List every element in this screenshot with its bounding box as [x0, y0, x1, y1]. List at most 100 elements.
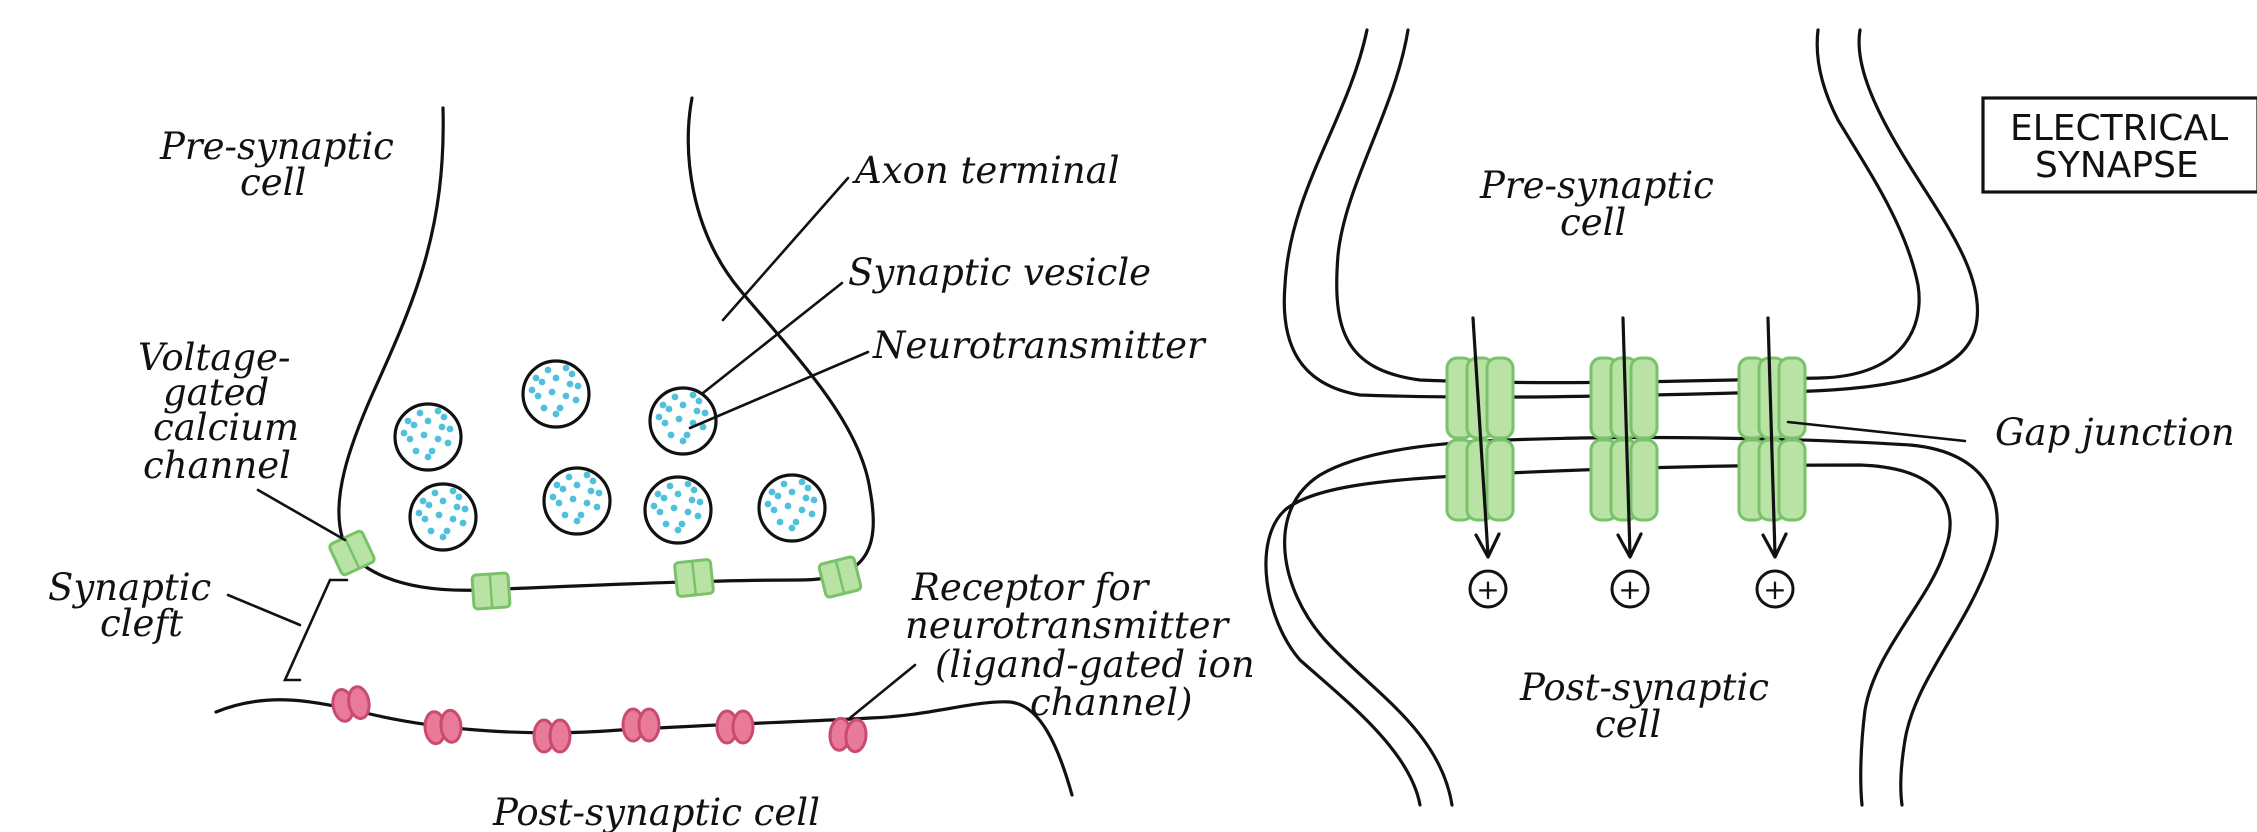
neurotransmitter-dot — [689, 497, 696, 504]
neurotransmitter-dot — [563, 393, 570, 400]
neurotransmitter-dot — [781, 481, 788, 488]
neurotransmitter-dot — [799, 479, 806, 486]
neurotransmitter-dot — [556, 500, 563, 507]
neurotransmitter-dot — [441, 414, 448, 421]
presynaptic-label-line2: cell — [240, 161, 306, 204]
vesicle-leader — [703, 283, 842, 393]
postsynaptic-label: Post-synaptic cell — [492, 791, 820, 832]
neurotransmitter-dot — [667, 483, 674, 490]
neurotransmitter-dot — [549, 389, 556, 396]
receptor-label-line2: neurotransmitter — [905, 604, 1231, 647]
chemical-synapse: Pre-synaptic cell Axon terminal Synaptic… — [48, 98, 1255, 832]
neurotransmitter-dot — [691, 487, 698, 494]
neurotransmitter-dot — [533, 375, 540, 382]
neurotransmitter-dot — [811, 497, 818, 504]
neurotransmitter-dot — [805, 485, 812, 492]
neurotransmitter-dot — [662, 420, 669, 427]
neurotransmitter-dot — [450, 488, 457, 495]
neurotransmitter-dot — [553, 411, 560, 418]
neurotransmitter-dot — [578, 512, 585, 519]
vgcc-leader — [258, 490, 345, 540]
receptor-label-line1: Receptor for — [911, 566, 1151, 609]
neurotransmitter-dot — [432, 490, 439, 497]
neurotransmitter-dot — [562, 512, 569, 519]
neurotransmitter-dot — [575, 383, 582, 390]
neurotransmitter-dot — [560, 486, 567, 493]
receptor — [534, 720, 570, 752]
gap-junction-label: Gap junction — [1995, 411, 2235, 454]
neurotransmitter-dot — [661, 495, 668, 502]
neurotransmitter-dot — [694, 408, 701, 415]
neurotransmitter-dot — [803, 495, 810, 502]
neurotransmitter-dot — [440, 498, 447, 505]
calcium-channel — [674, 559, 713, 597]
synaptic-vesicles — [395, 361, 825, 550]
neurotransmitter-dot — [407, 436, 414, 443]
neurotransmitter-dot — [420, 498, 427, 505]
neurotransmitter-dot — [539, 379, 546, 386]
receptor-leader — [850, 665, 915, 718]
neurotransmitter-dot — [657, 509, 664, 516]
neurotransmitter-dot — [685, 481, 692, 488]
neurotransmitter-dot — [425, 418, 432, 425]
ion-symbol: + — [1763, 573, 1786, 606]
neurotransmitter-dot — [567, 381, 574, 388]
cleft-label-line2: cleft — [100, 602, 183, 645]
receptor — [717, 711, 753, 743]
neurotransmitter-dot — [405, 418, 412, 425]
ion-symbol: + — [1618, 573, 1641, 606]
neurotransmitter-dot — [697, 499, 704, 506]
ion-symbol: + — [1476, 573, 1499, 606]
neurotransmitter-dot — [563, 365, 570, 372]
neurotransmitter-dot — [439, 424, 446, 431]
vgcc-label-line3: calcium — [153, 406, 299, 449]
neurotransmitter-dot — [440, 534, 447, 541]
cleft-bracket — [285, 580, 347, 680]
receptor — [424, 709, 463, 744]
cleft-leader — [228, 595, 300, 625]
neurotransmitter-dot — [769, 489, 776, 496]
neurotransmitter-dot — [570, 496, 577, 503]
neurotransmitter-dot — [569, 371, 576, 378]
electrical-synapse: +++ ELECTRICAL SYNAPSE Pre-synaptic cell… — [1266, 30, 2257, 805]
neurotransmitter-dot — [696, 398, 703, 405]
neurotransmitter-dot — [663, 521, 670, 528]
positive-ion: + — [1612, 571, 1648, 607]
electrical-synapse-title-line2: SYNAPSE — [2035, 145, 2199, 186]
neurotransmitter-dot — [401, 430, 408, 437]
calcium-channel — [818, 556, 861, 598]
neurotransmitter-dot — [789, 525, 796, 532]
neurotransmitter-dot — [454, 504, 461, 511]
positive-ion: + — [1470, 571, 1506, 607]
positive-ion: + — [1757, 571, 1793, 607]
neurotransmitter-dot — [675, 491, 682, 498]
receptor — [829, 717, 868, 752]
neurotransmitter-dot — [413, 448, 420, 455]
neurotransmitter-dot — [436, 512, 443, 519]
neurotransmitter-dot — [574, 482, 581, 489]
neurotransmitter-dot — [462, 506, 469, 513]
neurotransmitter-dot — [535, 393, 542, 400]
neurotransmitter-dot — [421, 432, 428, 439]
neurotransmitter-dot — [584, 500, 591, 507]
neurotransmitter-dot — [660, 402, 667, 409]
vgcc-label-line4: channel — [143, 444, 291, 487]
neurotransmitter-dot — [541, 405, 548, 412]
neurotransmitter-dot — [789, 489, 796, 496]
neurotransmitter-dot — [676, 416, 683, 423]
neurotransmitter-dot — [545, 367, 552, 374]
neurotransmitter-dot — [553, 375, 560, 382]
gap-junction-leader — [1788, 422, 1965, 441]
e-presynaptic-label-line2: cell — [1560, 201, 1626, 244]
neurotransmitter-dot — [785, 503, 792, 510]
neurotransmitter-dot — [684, 432, 691, 439]
neurotransmitter-dot — [460, 520, 467, 527]
neurotransmitter-dot — [594, 504, 601, 511]
neurotransmitter-dot — [680, 402, 687, 409]
neurotransmitter-dot — [588, 488, 595, 495]
neurotransmitter-dot — [656, 414, 663, 421]
neurotransmitter-dot — [775, 493, 782, 500]
neurotransmitter-dot — [666, 406, 673, 413]
receptor-label-line3: (ligand-gated ion — [935, 643, 1255, 686]
